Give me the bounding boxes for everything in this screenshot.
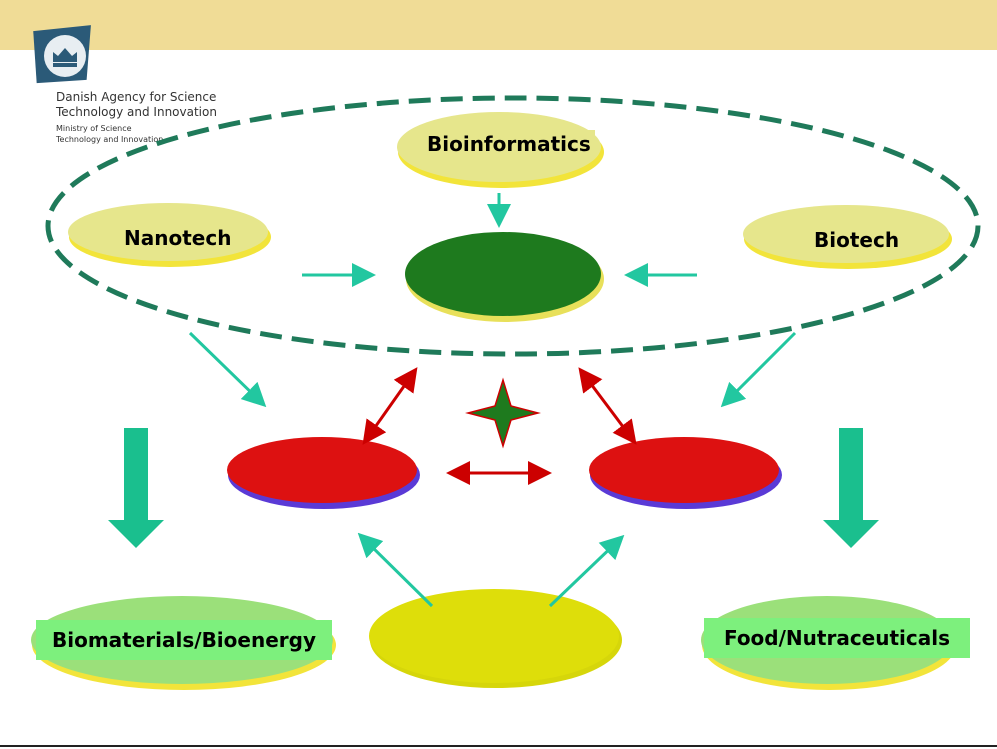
- arrow-hub-left-red: [362, 367, 418, 445]
- footer-rule: [0, 745, 997, 747]
- biotech-label: Biotech: [808, 226, 906, 254]
- left-red-node: [227, 437, 420, 509]
- star-icon: [465, 377, 541, 449]
- organization-name: Danish Agency for Science: [56, 90, 217, 104]
- arrow-yellow-to-left-red: [357, 532, 434, 608]
- arrow-to-food: [823, 428, 879, 548]
- arrow-yellow-to-right-red: [548, 534, 625, 608]
- header-band: [0, 0, 997, 50]
- agency-logo: [33, 25, 91, 84]
- arrow-hub-right-red: [578, 367, 637, 445]
- organization-name-line2: Technology and Innovation: [56, 105, 217, 119]
- center-yellow-node: [369, 589, 622, 688]
- arrow-biotech-to-right-red: [720, 331, 797, 408]
- hub-node: [405, 232, 604, 322]
- arrow-to-biomaterials: [108, 428, 164, 548]
- ministry-name: Ministry of Science: [56, 124, 132, 133]
- crown-shape: [53, 48, 77, 62]
- right-red-node: [589, 437, 782, 509]
- bioinformatics-label: Bioinformatics: [423, 130, 595, 158]
- ministry-name-line2: Technology and Innovation: [56, 135, 164, 144]
- biomaterials-label: Biomaterials/Bioenergy: [36, 620, 332, 660]
- dashed-boundary: [45, 95, 981, 357]
- nanotech-label: Nanotech: [118, 224, 238, 252]
- food-nutraceuticals-label: Food/Nutraceuticals: [704, 618, 970, 658]
- crown-base: [53, 63, 77, 67]
- crown-shield-icon: [53, 48, 77, 67]
- arrow-nanotech-to-left-red: [188, 331, 267, 408]
